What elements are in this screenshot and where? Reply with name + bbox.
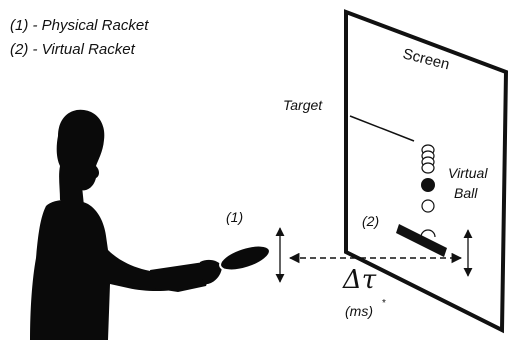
delay-symbol: Δτ: [342, 265, 377, 295]
virtual-racket-marker: (2): [362, 213, 379, 229]
target-line: [349, 115, 415, 142]
person-silhouette: [30, 109, 222, 340]
virtual-ball-label-line2: Ball: [454, 185, 478, 201]
virtual-ball-trail: [420, 144, 436, 238]
physical-racket-marker: (1): [226, 209, 243, 225]
virtual-racket: [396, 224, 447, 257]
legend-line-physical-racket: (1) - Physical Racket: [10, 17, 149, 34]
virtual-ball-label-line1: Virtual: [448, 165, 488, 181]
physical-racket: [198, 244, 271, 281]
legend-line-virtual-racket: (2) - Virtual Racket: [10, 41, 136, 58]
virtual-ball: [421, 178, 435, 192]
target-label: Target: [283, 97, 323, 113]
delay-unit: (ms): [345, 303, 373, 319]
delay-unit-mark: *: [382, 298, 386, 309]
